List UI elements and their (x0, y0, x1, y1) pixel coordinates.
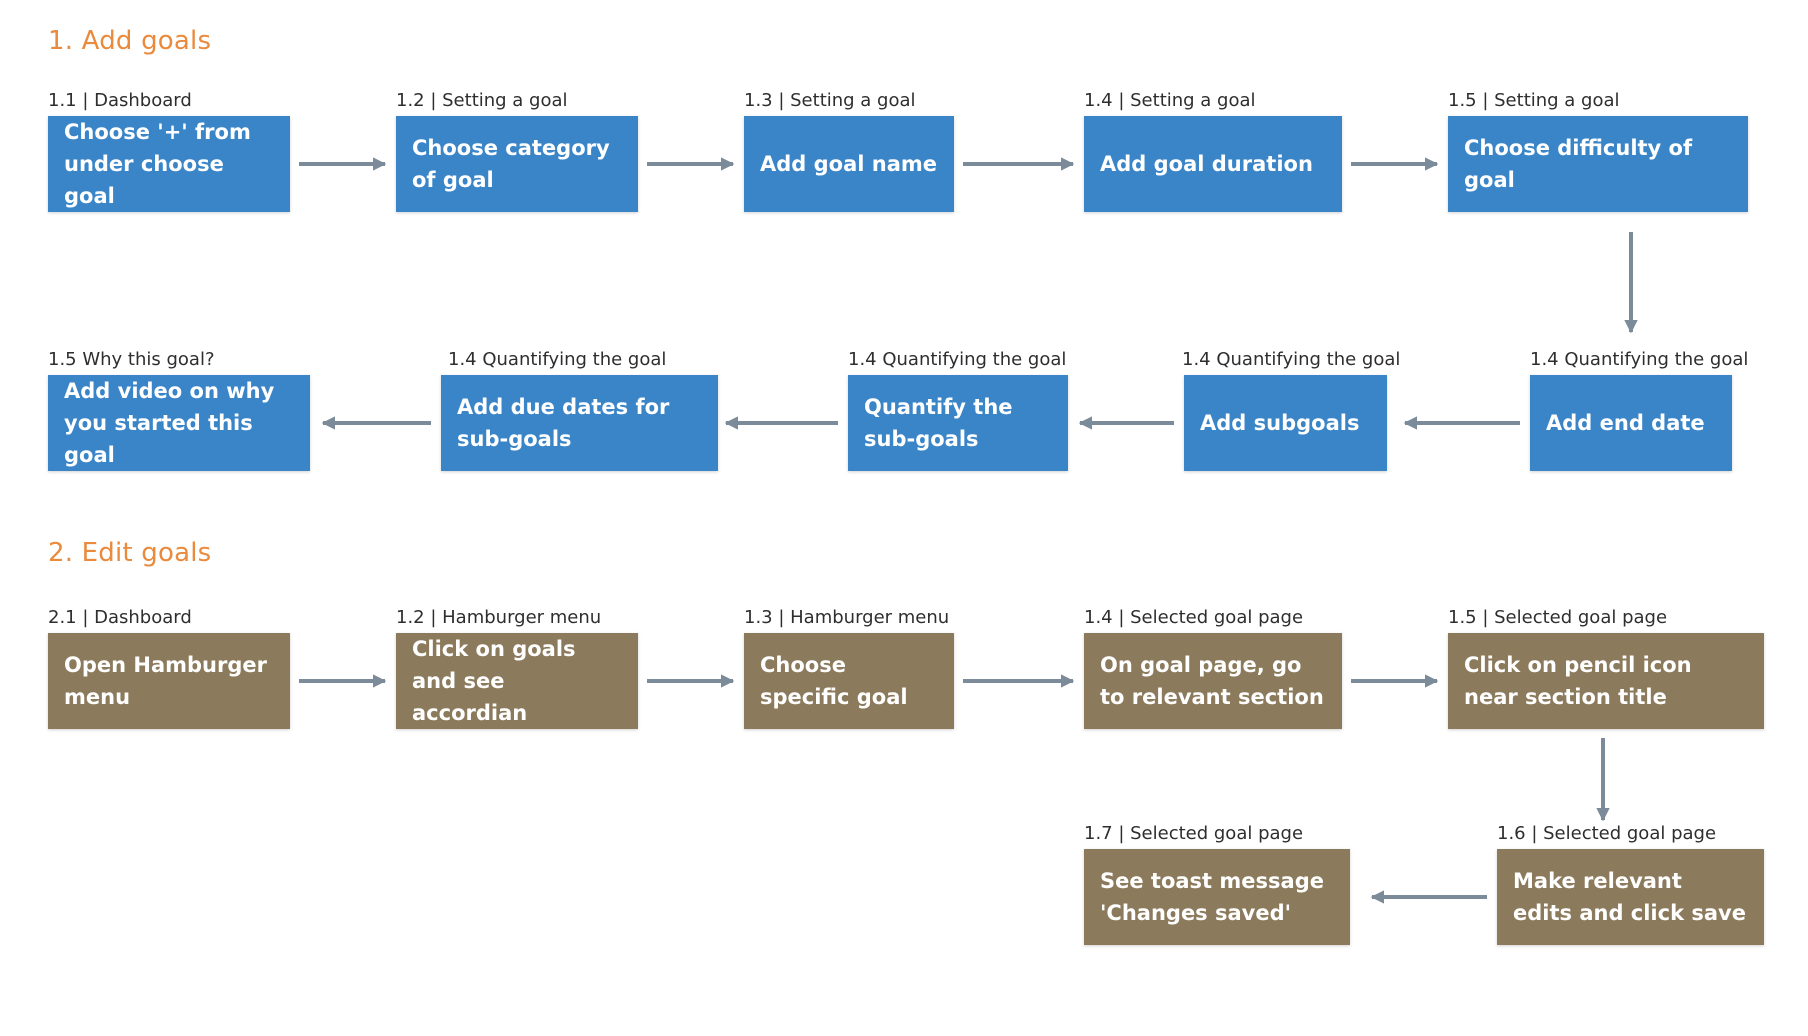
node-text: Choose category of goal (412, 136, 610, 192)
flow-node-add-subgoals: Add subgoals (1184, 375, 1387, 471)
flow-node-due-dates: Add due dates for sub-goals (441, 375, 718, 471)
node-text: Quantify the sub-goals (864, 395, 1013, 451)
node-text: On goal page, go to relevant section (1100, 653, 1324, 709)
node-text: Choose difficulty of goal (1464, 136, 1693, 192)
section-title-add-goals: 1. Add goals (48, 26, 212, 56)
step-label-1-5: 1.5 | Setting a goal (1448, 90, 1620, 111)
flow-node-edit-1-6: Make relevant edits and click save (1497, 849, 1764, 945)
flow-node-add-1-2: Choose category of goal (396, 116, 638, 212)
flow-node-add-1-5: Choose difficulty of goal (1448, 116, 1748, 212)
flow-node-add-end-date: Add end date (1530, 375, 1732, 471)
flow-node-edit-1-2: Click on goals and see accordian (396, 633, 638, 729)
step-label-quantify: 1.4 Quantifying the goal (848, 349, 1067, 370)
node-text: Add due dates for sub-goals (457, 395, 670, 451)
flow-node-edit-1-5: Click on pencil icon near section title (1448, 633, 1764, 729)
node-text: Add video on why you started this goal (64, 379, 275, 467)
flow-node-add-1-1: Choose '+' from under choose goal (48, 116, 290, 212)
node-text: Click on pencil icon near section title (1464, 653, 1692, 709)
step-label-subgoals: 1.4 Quantifying the goal (1182, 349, 1401, 370)
step-label-edit-1-3: 1.3 | Hamburger menu (744, 607, 950, 628)
node-text: Add goal name (760, 152, 938, 176)
step-label-1-3: 1.3 | Setting a goal (744, 90, 916, 111)
step-label-edit-1-2: 1.2 | Hamburger menu (396, 607, 602, 628)
node-text: Choose '+' from under choose goal (64, 120, 251, 208)
step-label-edit-1-7: 1.7 | Selected goal page (1084, 823, 1304, 844)
flow-node-add-video: Add video on why you started this goal (48, 375, 310, 471)
node-text: Add goal duration (1100, 152, 1313, 176)
step-label-1-1: 1.1 | Dashboard (48, 90, 192, 111)
step-label-due-dates: 1.4 Quantifying the goal (448, 349, 667, 370)
flow-node-edit-2-1: Open Hamburger menu (48, 633, 290, 729)
node-text: Click on goals and see accordian (412, 637, 576, 725)
flow-node-edit-1-3: Choose specific goal (744, 633, 954, 729)
node-text: Open Hamburger menu (64, 653, 267, 709)
flow-node-edit-1-7: See toast message 'Changes saved' (1084, 849, 1350, 945)
step-label-end-date: 1.4 Quantifying the goal (1530, 349, 1749, 370)
step-label-1-2: 1.2 | Setting a goal (396, 90, 568, 111)
step-label-why: 1.5 Why this goal? (48, 349, 215, 370)
flow-node-quantify-subgoals: Quantify the sub-goals (848, 375, 1068, 471)
flow-node-add-1-4: Add goal duration (1084, 116, 1342, 212)
node-text: See toast message 'Changes saved' (1100, 869, 1324, 925)
node-text: Add end date (1546, 411, 1705, 435)
node-text: Make relevant edits and click save (1513, 869, 1746, 925)
section-title-edit-goals: 2. Edit goals (48, 538, 212, 568)
step-label-2-1: 2.1 | Dashboard (48, 607, 192, 628)
flow-node-add-1-3: Add goal name (744, 116, 954, 212)
step-label-1-4: 1.4 | Setting a goal (1084, 90, 1256, 111)
step-label-edit-1-4: 1.4 | Selected goal page (1084, 607, 1304, 628)
flow-node-edit-1-4: On goal page, go to relevant section (1084, 633, 1342, 729)
step-label-edit-1-6: 1.6 | Selected goal page (1497, 823, 1717, 844)
node-text: Add subgoals (1200, 411, 1360, 435)
step-label-edit-1-5: 1.5 | Selected goal page (1448, 607, 1668, 628)
node-text: Choose specific goal (760, 653, 908, 709)
